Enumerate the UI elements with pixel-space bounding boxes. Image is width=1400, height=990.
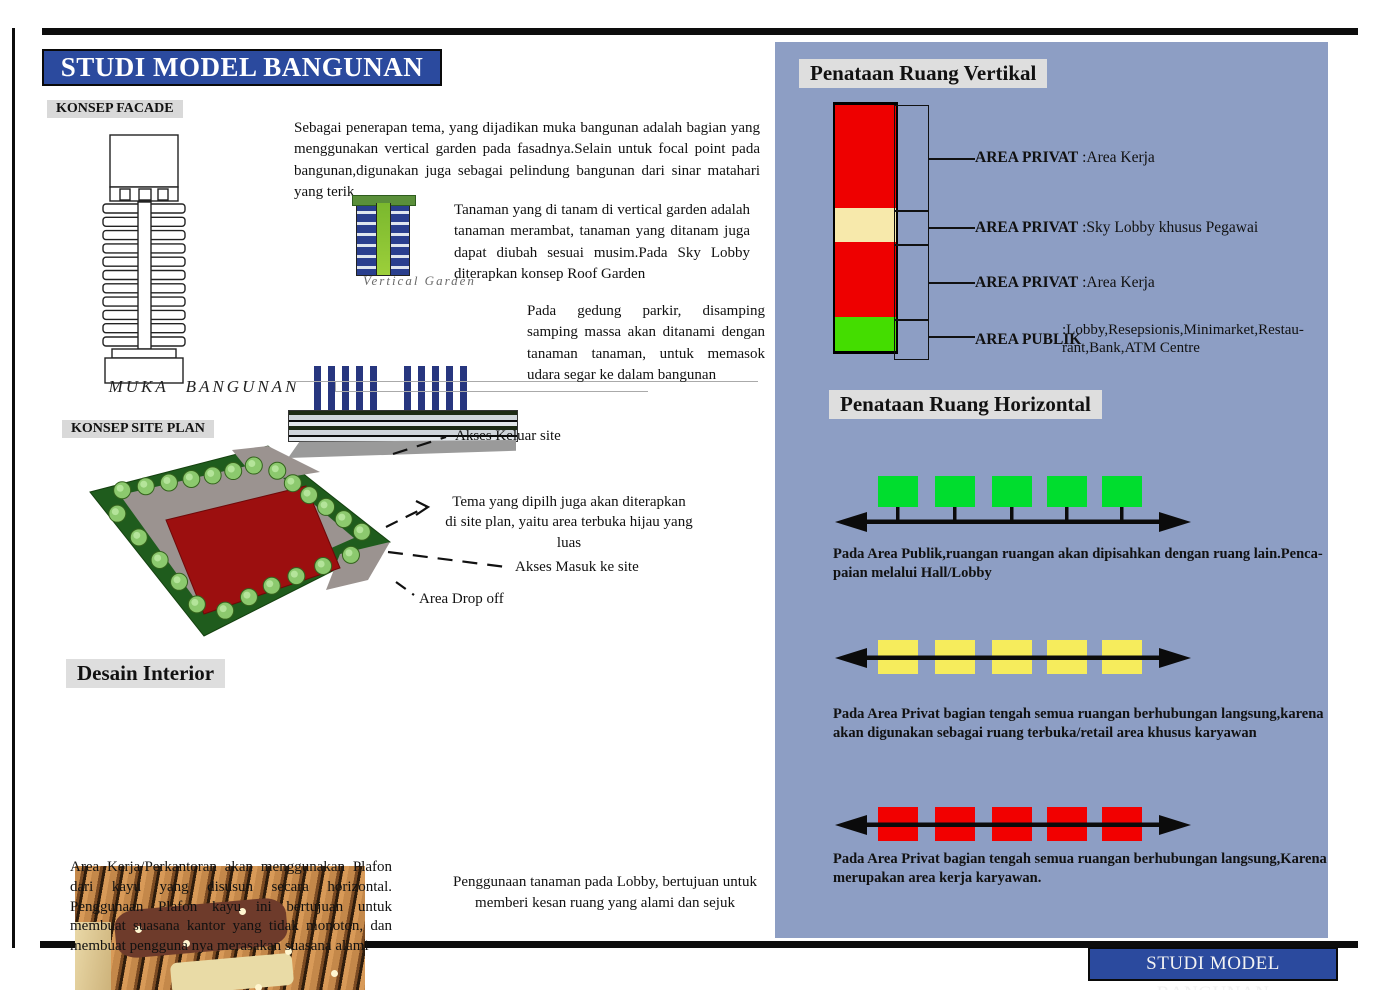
horizontal-text-publik: Pada Area Publik,ruangan ruangan akan di… (833, 546, 1323, 581)
akses-masuk-label: Akses Masuk ke site (515, 559, 639, 575)
vertical-zoning-column (833, 102, 898, 354)
horizontal-diagram-privat-retail (835, 640, 1191, 674)
penataan-horizontal-heading: Penataan Ruang Horizontal (829, 390, 1102, 419)
muka-bangunan-caption: MUKA BANGUNAN (108, 377, 300, 396)
vertical-garden-green-stripe (376, 203, 391, 275)
horizontal-diagram-publik (835, 476, 1191, 532)
penataan-vertikal-heading: Penataan Ruang Vertikal (799, 59, 1048, 88)
ceiling-lights (135, 926, 142, 933)
area-label-skylobby: AREA PRIVAT :Sky Lobby khusus Pegawai (975, 219, 1259, 236)
tema-annotation: Tema yang dipilh juga akan diterapkan di… (445, 494, 693, 551)
footer-title: STUDI MODEL BANGUNAN (1088, 947, 1338, 990)
area-label-publik: AREA PUBLIK (975, 331, 1082, 348)
ground-line (290, 381, 758, 392)
interior-wall (75, 922, 111, 990)
label-connector (928, 282, 975, 284)
ceiling-panel-cream (169, 952, 295, 990)
desain-interior-heading: Desain Interior (66, 659, 226, 688)
konsep-facade-label: KONSEP FACADE (47, 100, 183, 118)
parking-deck-band (288, 410, 518, 442)
top-frame-bar (42, 28, 1358, 35)
facade-paragraph-1: Sebagai penerapan tema, yang dijadikan m… (294, 120, 760, 200)
vertical-zoning-outline-column (894, 105, 929, 360)
horizontal-diagram-privat-kerja (835, 807, 1191, 841)
interior-photo-ceiling (75, 866, 365, 990)
akses-keluar-label: Akses Keluar site (455, 428, 561, 444)
left-frame-line (12, 28, 15, 948)
area-drop-off-label: Area Drop off (419, 591, 504, 607)
horizontal-text-privat-retail: Pada Area Privat bagian tengah semua rua… (833, 706, 1324, 741)
zone-publik (835, 317, 896, 351)
area-label-privat-1: AREA PRIVAT :Area Kerja (975, 149, 1155, 166)
vertical-garden-image (352, 195, 416, 276)
interior-caption-2: Penggunaan tanaman pada Lobby, bertujuan… (453, 874, 757, 911)
facade-drawing (102, 134, 186, 384)
zone-privat-2 (835, 242, 896, 317)
horizontal-text-privat-kerja: Pada Area Privat bagian tengah semua rua… (833, 851, 1327, 886)
site-plan-illustration (89, 445, 391, 637)
label-connector (928, 336, 975, 338)
zone-skylobby (835, 208, 896, 242)
site-plan-annotation-lines (385, 435, 507, 596)
konsep-site-plan-label: KONSEP SITE PLAN (62, 420, 214, 438)
parking-building-image (288, 360, 518, 458)
zone-privat-1 (835, 105, 896, 208)
interior-caption-1: Area Kerja/Perkantoran akan menggunakan … (70, 859, 392, 955)
vertical-garden-caption: Vertical Garden (363, 273, 476, 288)
facade-paragraph-3: Pada gedung parkir, disamping samping ma… (527, 303, 765, 383)
page-title: STUDI MODEL BANGUNAN (42, 49, 442, 86)
label-connector (928, 227, 975, 229)
bottom-frame-bar (40, 941, 1358, 948)
area-label-privat-2: AREA PRIVAT :Area Kerja (975, 274, 1155, 291)
facade-paragraph-2: Tanaman yang di tanam di vertical garden… (454, 202, 750, 282)
label-connector (928, 158, 975, 160)
area-label-publik-detail: :Lobby,Resepsionis,Minimarket,Restau- ra… (1062, 322, 1304, 356)
